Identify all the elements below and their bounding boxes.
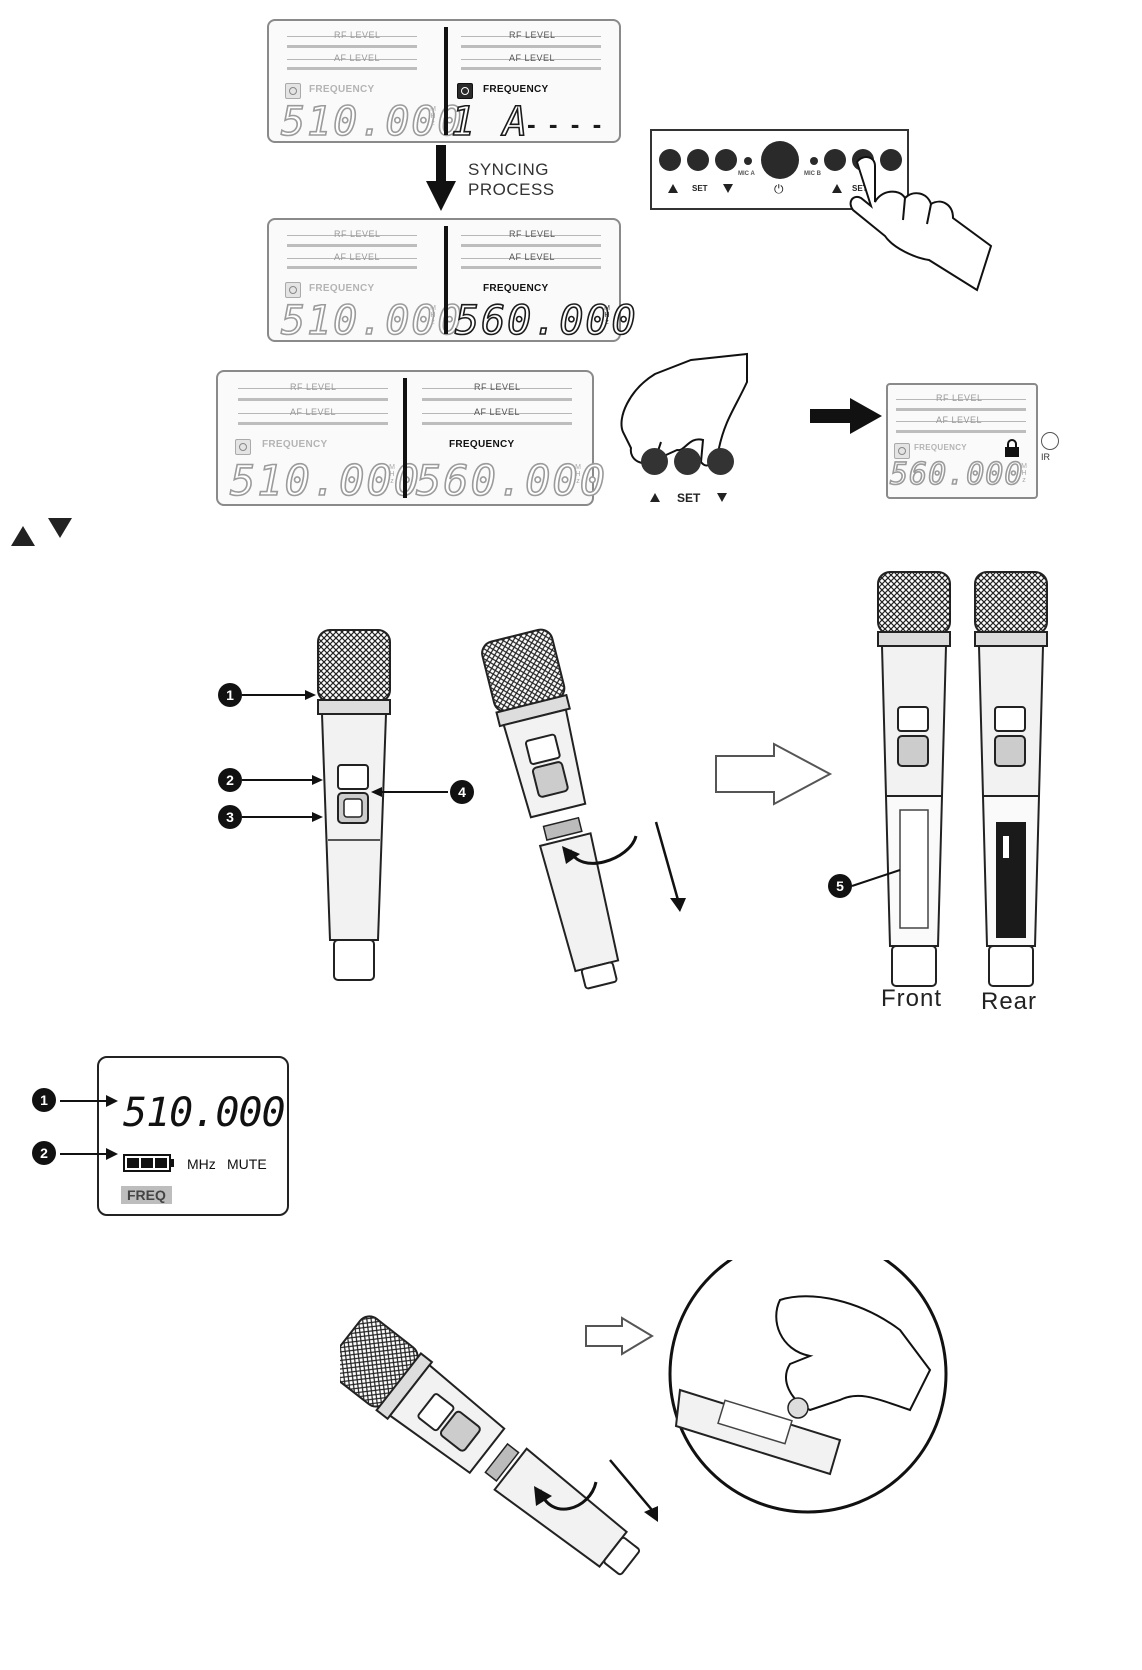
up-button[interactable] (659, 149, 681, 171)
callout-4: 4 (450, 780, 474, 804)
set-button[interactable] (674, 448, 701, 475)
sync-arrow-icon (426, 145, 456, 213)
rf-level-label: RF LEVEL (509, 30, 556, 40)
battery-icon (123, 1154, 175, 1172)
mic-frequency: 510.000 (123, 1090, 286, 1136)
set-label: SET (677, 491, 701, 505)
frequency-icon (285, 282, 301, 298)
af-level-label: AF LEVEL (334, 53, 381, 63)
microphone-icon (974, 571, 1048, 987)
display-callout-arrows (60, 1095, 118, 1160)
mic-a-label: MIC A (738, 171, 755, 177)
freq-tag: FREQ (121, 1186, 172, 1204)
power-knob[interactable] (761, 141, 799, 179)
frequency-icon (894, 443, 910, 459)
set-label: SET (852, 184, 868, 193)
frequency-label: FREQUENCY (262, 439, 328, 450)
down-button-b[interactable] (880, 149, 902, 171)
locked-frequency: 560.000 (889, 456, 1024, 493)
sync-line1: SYNCING (468, 160, 549, 179)
mute-label: MUTE (227, 1156, 267, 1172)
microphone-icon (340, 1315, 641, 1576)
left-frequency: 510.000 (280, 98, 464, 146)
rf-level-label: RF LEVEL (936, 393, 983, 403)
down-triangle-icon (717, 493, 727, 502)
arrow-icon (810, 398, 882, 434)
left-frequency: 510.000 (280, 297, 464, 345)
ir-window (1041, 432, 1059, 450)
display-callout-1: 1 (32, 1088, 56, 1112)
af-level-label: AF LEVEL (509, 252, 556, 262)
sync-text: SYNCING PROCESS (468, 160, 555, 200)
frequency-label: FREQUENCY (483, 283, 549, 294)
mhz-label: MHz (187, 1156, 216, 1172)
microphone-icon (481, 628, 620, 990)
callout-5: 5 (828, 874, 852, 898)
rf-level-label: RF LEVEL (334, 30, 381, 40)
up-triangle-icon (668, 184, 678, 193)
frequency-label: FREQUENCY (309, 84, 375, 95)
front-caption: Front (881, 985, 943, 1012)
up-button-b[interactable] (824, 149, 846, 171)
callout-3: 3 (218, 805, 242, 829)
right-frequency: 560.000 (415, 455, 608, 506)
rf-level-label: RF LEVEL (290, 382, 337, 392)
power-icon: ⏻ (774, 182, 784, 196)
left-frequency: 510.000 (229, 455, 422, 506)
display-callout-2: 2 (32, 1141, 56, 1165)
af-level-label: AF LEVEL (936, 415, 983, 425)
frequency-label: FREQUENCY (309, 283, 375, 294)
rf-level-label: RF LEVEL (334, 229, 381, 239)
callout-2: 2 (218, 768, 242, 792)
up-triangle-icon (11, 526, 35, 546)
hand-icon (845, 150, 995, 295)
frequency-icon (235, 439, 251, 455)
hand-icon (674, 1295, 932, 1476)
up-triangle-icon (650, 493, 660, 502)
sync-line2: PROCESS (468, 180, 555, 199)
right-frequency: 560.000 (454, 297, 638, 345)
microphone-diagram (242, 571, 1048, 990)
set-label: SET (692, 184, 708, 193)
microphone-icon (877, 571, 951, 987)
down-triangle-icon (48, 518, 72, 538)
pending-dashes: - - - - (527, 109, 605, 139)
set-button[interactable] (687, 149, 709, 171)
callout-1: 1 (218, 683, 242, 707)
rear-caption: Rear (981, 988, 1038, 1015)
ir-label: IR (1041, 452, 1050, 462)
down-button[interactable] (707, 448, 734, 475)
microphone-icon (317, 629, 391, 981)
up-button[interactable] (641, 448, 668, 475)
down-triangle-icon (723, 184, 733, 193)
frequency-icon (457, 83, 473, 99)
channel-code: 1 A (450, 98, 530, 146)
mic-display: 510.000 MHz MUTE FREQ (97, 1056, 289, 1216)
af-level-label: AF LEVEL (334, 252, 381, 262)
af-level-label: AF LEVEL (290, 407, 337, 417)
rf-level-label: RF LEVEL (509, 229, 556, 239)
mic-b-label: MIC B (804, 171, 821, 177)
down-button[interactable] (715, 149, 737, 171)
frequency-icon (285, 83, 301, 99)
up-triangle-icon (832, 184, 842, 193)
lock-icon (1004, 439, 1020, 457)
af-level-label: AF LEVEL (474, 407, 521, 417)
battery-install-diagram (340, 1260, 948, 1576)
frequency-label: FREQUENCY (914, 443, 967, 452)
rf-level-label: RF LEVEL (474, 382, 521, 392)
frequency-label: FREQUENCY (483, 84, 549, 95)
frequency-label: FREQUENCY (449, 439, 515, 450)
af-level-label: AF LEVEL (509, 53, 556, 63)
